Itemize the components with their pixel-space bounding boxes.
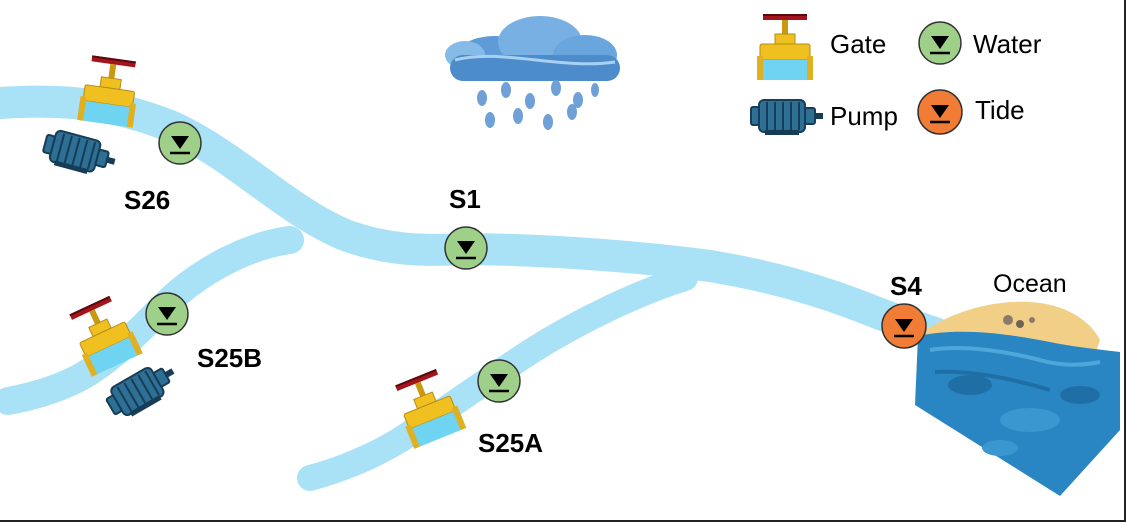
station-label-s25b: S25B	[197, 343, 263, 373]
ocean-label: Ocean	[993, 270, 1067, 298]
pump-s26	[39, 126, 120, 182]
ocean	[915, 301, 1120, 496]
legend-gate-icon	[756, 13, 814, 81]
river-network	[0, 85, 951, 491]
gate-s26	[76, 54, 143, 129]
water-sensor-s25b	[145, 292, 189, 336]
water-sensor-s25a	[477, 359, 521, 403]
station-label-s25a: S25A	[478, 428, 544, 458]
legend-pump-label: Pump	[830, 101, 898, 131]
tide-sensor-s4	[881, 303, 927, 349]
water-sensor-s26	[158, 121, 202, 165]
legend-pump-icon	[750, 99, 824, 136]
legend-tide-label: Tide	[975, 95, 1025, 125]
station-label-s1: S1	[449, 184, 481, 214]
station-label-s4: S4	[890, 271, 922, 301]
legend-tide-icon	[917, 89, 963, 135]
water-sensor-s1	[444, 226, 488, 270]
river-main-channel	[0, 85, 951, 349]
rain-cloud-icon	[445, 16, 620, 130]
station-label-s26: S26	[124, 185, 171, 215]
legend-water-label: Water	[973, 29, 1042, 59]
legend-water-icon	[918, 21, 962, 65]
legend-gate-label: Gate	[830, 29, 887, 59]
